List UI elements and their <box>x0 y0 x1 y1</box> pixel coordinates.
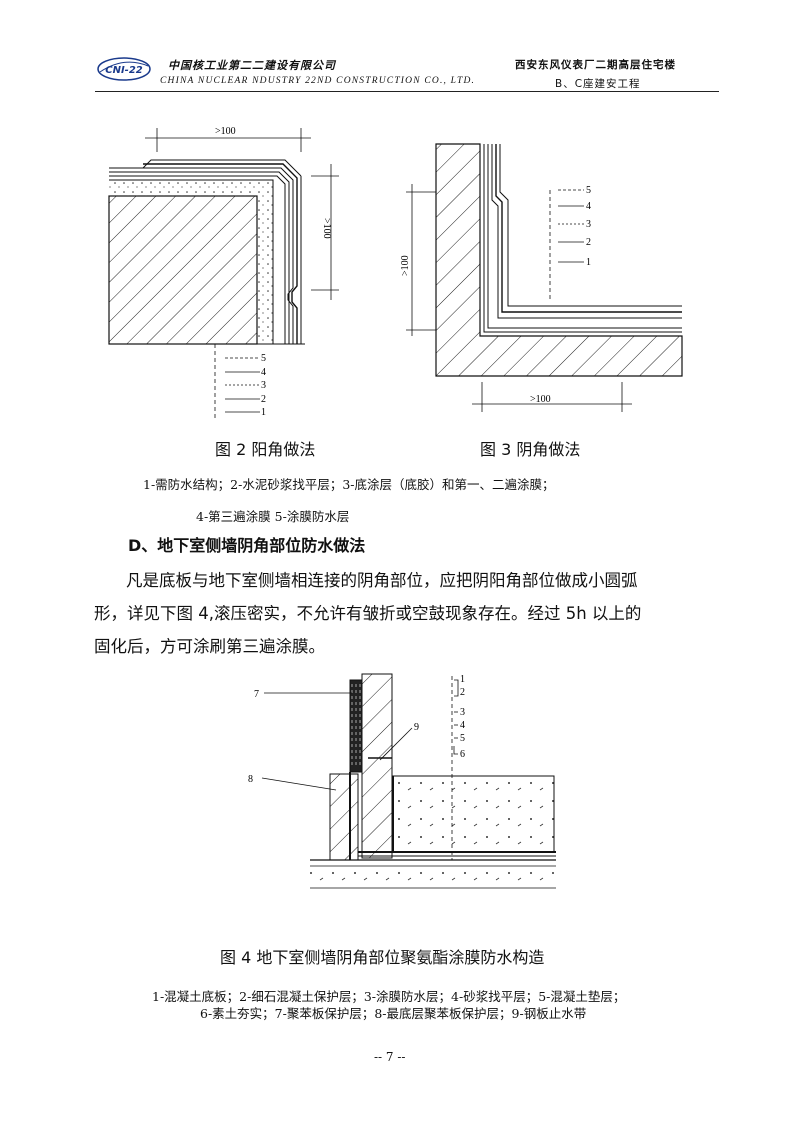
fig3-label-3: 3 <box>586 219 591 230</box>
fig3-label-5: 5 <box>586 185 591 196</box>
fig2-label-2: 2 <box>261 394 266 405</box>
header-divider <box>95 91 719 92</box>
paragraph-line2: 形，详见下图 4,滚压密实，不允许有皱折或空鼓现象存在。经过 5h 以上的 <box>94 604 642 623</box>
fig4-label-4: 4 <box>460 720 465 731</box>
fig4-label-9: 9 <box>414 722 419 733</box>
legend-b-line2: 6-素土夯实；7-聚苯板保护层；8-最底层聚苯板保护层；9-钢板止水带 <box>200 1006 587 1021</box>
fig4-label-3: 3 <box>460 707 465 718</box>
legend-a-line2: 4-第三遍涂膜 5-涂膜防水层 <box>196 509 350 524</box>
fig3-dim-bottom: >100 <box>530 394 551 405</box>
fig2-dim-side: >100 <box>321 218 332 239</box>
section-heading: D、地下室侧墙阴角部位防水做法 <box>128 536 366 555</box>
figure-4-drawing: 7 8 9 1 2 3 4 5 6 <box>248 673 556 889</box>
logo-text: CNI-22 <box>105 65 143 76</box>
figure-3-drawing: >100 >100 5 4 3 2 1 <box>400 143 683 412</box>
fig3-label-1: 1 <box>586 257 591 268</box>
fig3-dim-side: >100 <box>400 255 411 276</box>
fig2-caption: 图 2 阳角做法 <box>215 440 316 459</box>
fig4-label-2: 2 <box>460 687 465 698</box>
legend-b-line1: 1-混凝土底板；2-细石混凝土保护层；3-涂膜防水层；4-砂浆找平层；5-混凝土… <box>152 989 626 1004</box>
project-subtitle: B、C座建安工程 <box>555 78 641 90</box>
fig4-label-7: 7 <box>254 689 259 700</box>
fig3-label-4: 4 <box>586 201 591 212</box>
fig4-caption: 图 4 地下室侧墙阴角部位聚氨酯涂膜防水构造 <box>220 948 545 967</box>
paragraph-line1: 凡是底板与地下室侧墙相连接的阴角部位，应把阴阳角部位做成小圆弧 <box>126 571 638 590</box>
company-logo: CNI-22 <box>97 57 151 81</box>
fig2-label-4: 4 <box>261 367 266 378</box>
page-number: -- 7 -- <box>374 1050 406 1064</box>
company-name-cn: 中国核工业第二二建设有限公司 <box>168 59 336 72</box>
fig2-label-5: 5 <box>261 353 266 364</box>
fig4-label-5: 5 <box>460 733 465 744</box>
fig4-label-8: 8 <box>248 774 253 785</box>
fig3-caption: 图 3 阴角做法 <box>480 440 581 459</box>
fig4-label-1: 1 <box>460 674 465 685</box>
fig2-label-1: 1 <box>261 407 266 418</box>
paragraph-line3: 固化后，方可涂刷第三遍涂膜。 <box>94 637 325 656</box>
fig2-label-3: 3 <box>261 380 266 391</box>
legend-a-line1: 1-需防水结构；2-水泥砂浆找平层；3-底涂层（底胶）和第一、二遍涂膜； <box>143 477 555 492</box>
fig2-dim-top: >100 <box>215 126 236 137</box>
company-name-en: CHINA NUCLEAR NDUSTRY 22ND CONSTRUCTION … <box>160 76 476 86</box>
figure-2-drawing: >100 >100 5 4 3 2 1 <box>108 126 339 418</box>
fig4-label-6: 6 <box>460 749 465 760</box>
project-title: 西安东风仪表厂二期高层住宅楼 <box>515 59 676 71</box>
fig3-label-2: 2 <box>586 237 591 248</box>
